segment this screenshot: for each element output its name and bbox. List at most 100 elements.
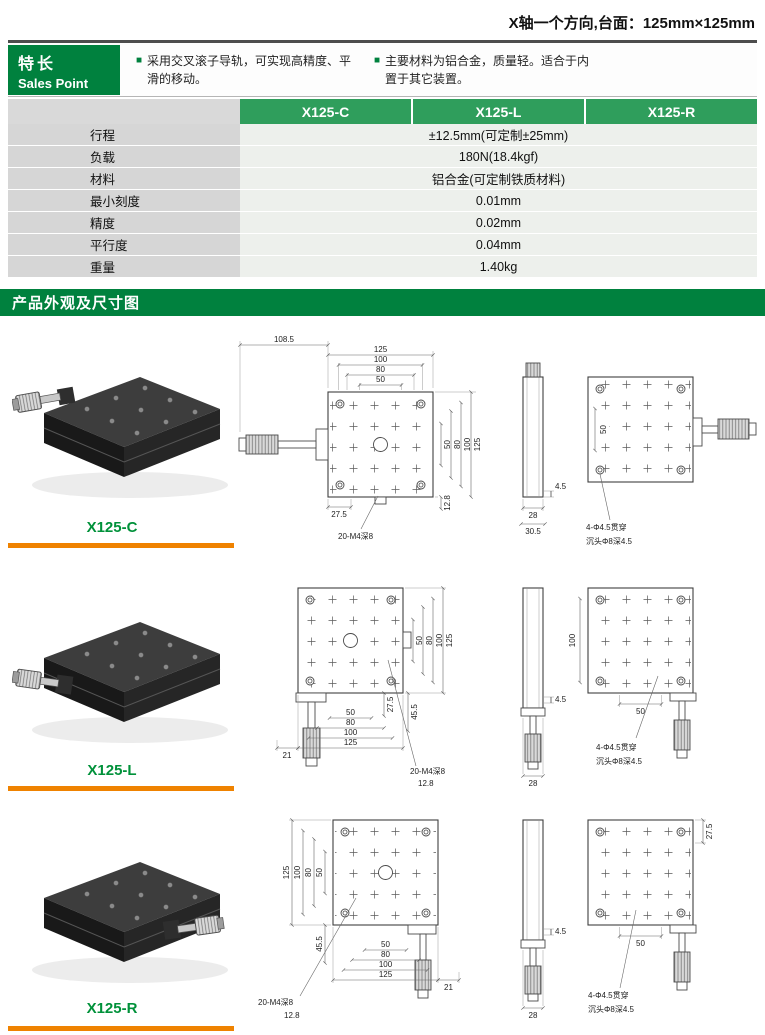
row-label: 平行度 (8, 234, 240, 255)
dim-label: 50 (636, 939, 645, 948)
orange-divider (8, 1026, 234, 1031)
dim-label: 100 (463, 437, 472, 451)
dim-label: 125 (445, 633, 454, 647)
screw-dots (84, 385, 198, 436)
spec-table-header-row: X125-C X125-L X125-R (240, 99, 757, 124)
dim-label: 80 (425, 636, 434, 645)
dim-label: 125 (344, 738, 358, 747)
drawing-x125l: 50 80 100 125 27.5 45.5 50 80 100 125 21… (275, 586, 697, 788)
column-header-x125r: X125-R (586, 99, 757, 124)
product-label-x125l: X125-L (87, 762, 137, 779)
row-label: 最小刻度 (8, 190, 240, 211)
dim-label: 108.5 (274, 335, 295, 344)
micrometer (520, 707, 546, 770)
orange-divider (8, 786, 234, 791)
product-photo-x125c (12, 377, 228, 498)
end-view: 100 50 4-Φ4.5贯穿 沉头Φ8深4.5 (568, 587, 697, 766)
dim-label: 27.5 (331, 510, 347, 519)
dim-label: 30.5 (525, 527, 541, 536)
orange-divider (8, 543, 234, 548)
micrometer (12, 386, 76, 413)
micrometer (295, 692, 327, 767)
screw-dots (84, 630, 198, 681)
dim-label: 100 (293, 865, 302, 879)
bullet-square-icon: ■ (374, 54, 381, 66)
row-label: 精度 (8, 212, 240, 233)
dim-label: 50 (376, 375, 385, 384)
sales-title-cn: 特长 (18, 55, 57, 73)
dim-label: 4.5 (555, 927, 567, 936)
dim-label: 80 (304, 868, 313, 877)
product-photo-x125r (32, 862, 228, 983)
dim-label: 125 (379, 970, 393, 979)
dim-label: 28 (529, 511, 538, 520)
micrometer (12, 668, 74, 695)
dim-label: 100 (568, 633, 577, 647)
micrometer (669, 924, 697, 991)
dim-label: 80 (376, 365, 385, 374)
row-value: 1.40kg (240, 256, 757, 277)
dim-label: 21 (444, 983, 453, 992)
dim-label: 100 (379, 960, 393, 969)
dim-label: 100 (344, 728, 358, 737)
micrometer (162, 914, 225, 940)
sales-bullet-1: ■ 采用交叉滚子导轨，可实现高精度、平滑的移动。 (136, 52, 358, 88)
dim-label: 45.5 (410, 704, 419, 720)
dim-label: 45.5 (315, 936, 324, 952)
thread-note: 20-M4深8 (410, 767, 446, 776)
screw-dots (84, 870, 198, 921)
counterbore-note: 沉头Φ8深4.5 (586, 536, 633, 546)
dim-label: 50 (636, 707, 645, 716)
dim-label: 100 (435, 633, 444, 647)
dim-label: 80 (346, 718, 355, 727)
column-header-x125c: X125-C (240, 99, 411, 124)
dim-label: 50 (415, 636, 424, 645)
dim-label: 50 (443, 440, 452, 449)
sales-bullet-1-text: 采用交叉滚子导轨，可实现高精度、平滑的移动。 (147, 53, 352, 86)
dim-label: 100 (374, 355, 388, 364)
counterbore-note: 4-Φ4.5贯穿 (596, 742, 637, 752)
counterbore-note: 4-Φ4.5贯穿 (586, 522, 627, 532)
dim-label: 12.8 (443, 495, 452, 511)
product-label-x125c: X125-C (86, 519, 138, 536)
micrometer (520, 939, 546, 1002)
dim-label: 50 (381, 940, 390, 949)
product-label-x125r: X125-R (86, 1000, 138, 1017)
dim-label: 28 (529, 779, 538, 788)
row-value: 0.04mm (240, 234, 757, 255)
dim-label: 12.8 (418, 779, 434, 788)
sales-point-header: 特长 Sales Point (8, 44, 120, 95)
sales-point-section: 特长 Sales Point ■ 采用交叉滚子导轨，可实现高精度、平滑的移动。 … (8, 40, 757, 97)
row-label: 行程 (8, 124, 240, 145)
dim-label: 27.5 (705, 823, 714, 839)
row-value: 0.02mm (240, 212, 757, 233)
plan-view: 50 80 100 125 45.5 50 80 100 125 21 20-M… (258, 818, 461, 1020)
product-photo-x125l (12, 622, 228, 743)
end-view: 27.5 50 4-Φ4.5贯穿 沉头Φ8深4.5 (587, 818, 714, 1014)
sales-bullet-2: ■ 主要材料为铝合金，质量轻。适合于内置于其它装置。 (374, 52, 596, 88)
micrometer (669, 692, 697, 759)
dim-label: 80 (453, 440, 462, 449)
drawing-x125c: 108.5 125 100 80 50 50 80 100 125 27.5 2… (238, 335, 757, 546)
dim-label: 80 (381, 950, 390, 959)
micrometer (692, 417, 757, 447)
plan-view: 108.5 125 100 80 50 50 80 100 125 27.5 2… (238, 335, 482, 541)
side-view: 4.5 28 (520, 587, 567, 788)
dim-label: 21 (283, 751, 292, 760)
dim-label: 12.8 (284, 1011, 300, 1020)
drawing-x125r: 50 80 100 125 45.5 50 80 100 125 21 20-M… (258, 818, 714, 1020)
row-label: 材料 (8, 168, 240, 189)
sales-title-en: Sales Point (18, 75, 89, 91)
dim-label: 28 (529, 1011, 538, 1020)
row-label: 重量 (8, 256, 240, 277)
bullet-square-icon: ■ (136, 54, 143, 66)
dim-label: 50 (315, 868, 324, 877)
side-view: 4.5 28 30.5 (519, 362, 567, 536)
row-value: 180N(18.4kgf) (240, 146, 757, 167)
dim-label: 50 (599, 425, 608, 434)
dim-label: 125 (374, 345, 388, 354)
